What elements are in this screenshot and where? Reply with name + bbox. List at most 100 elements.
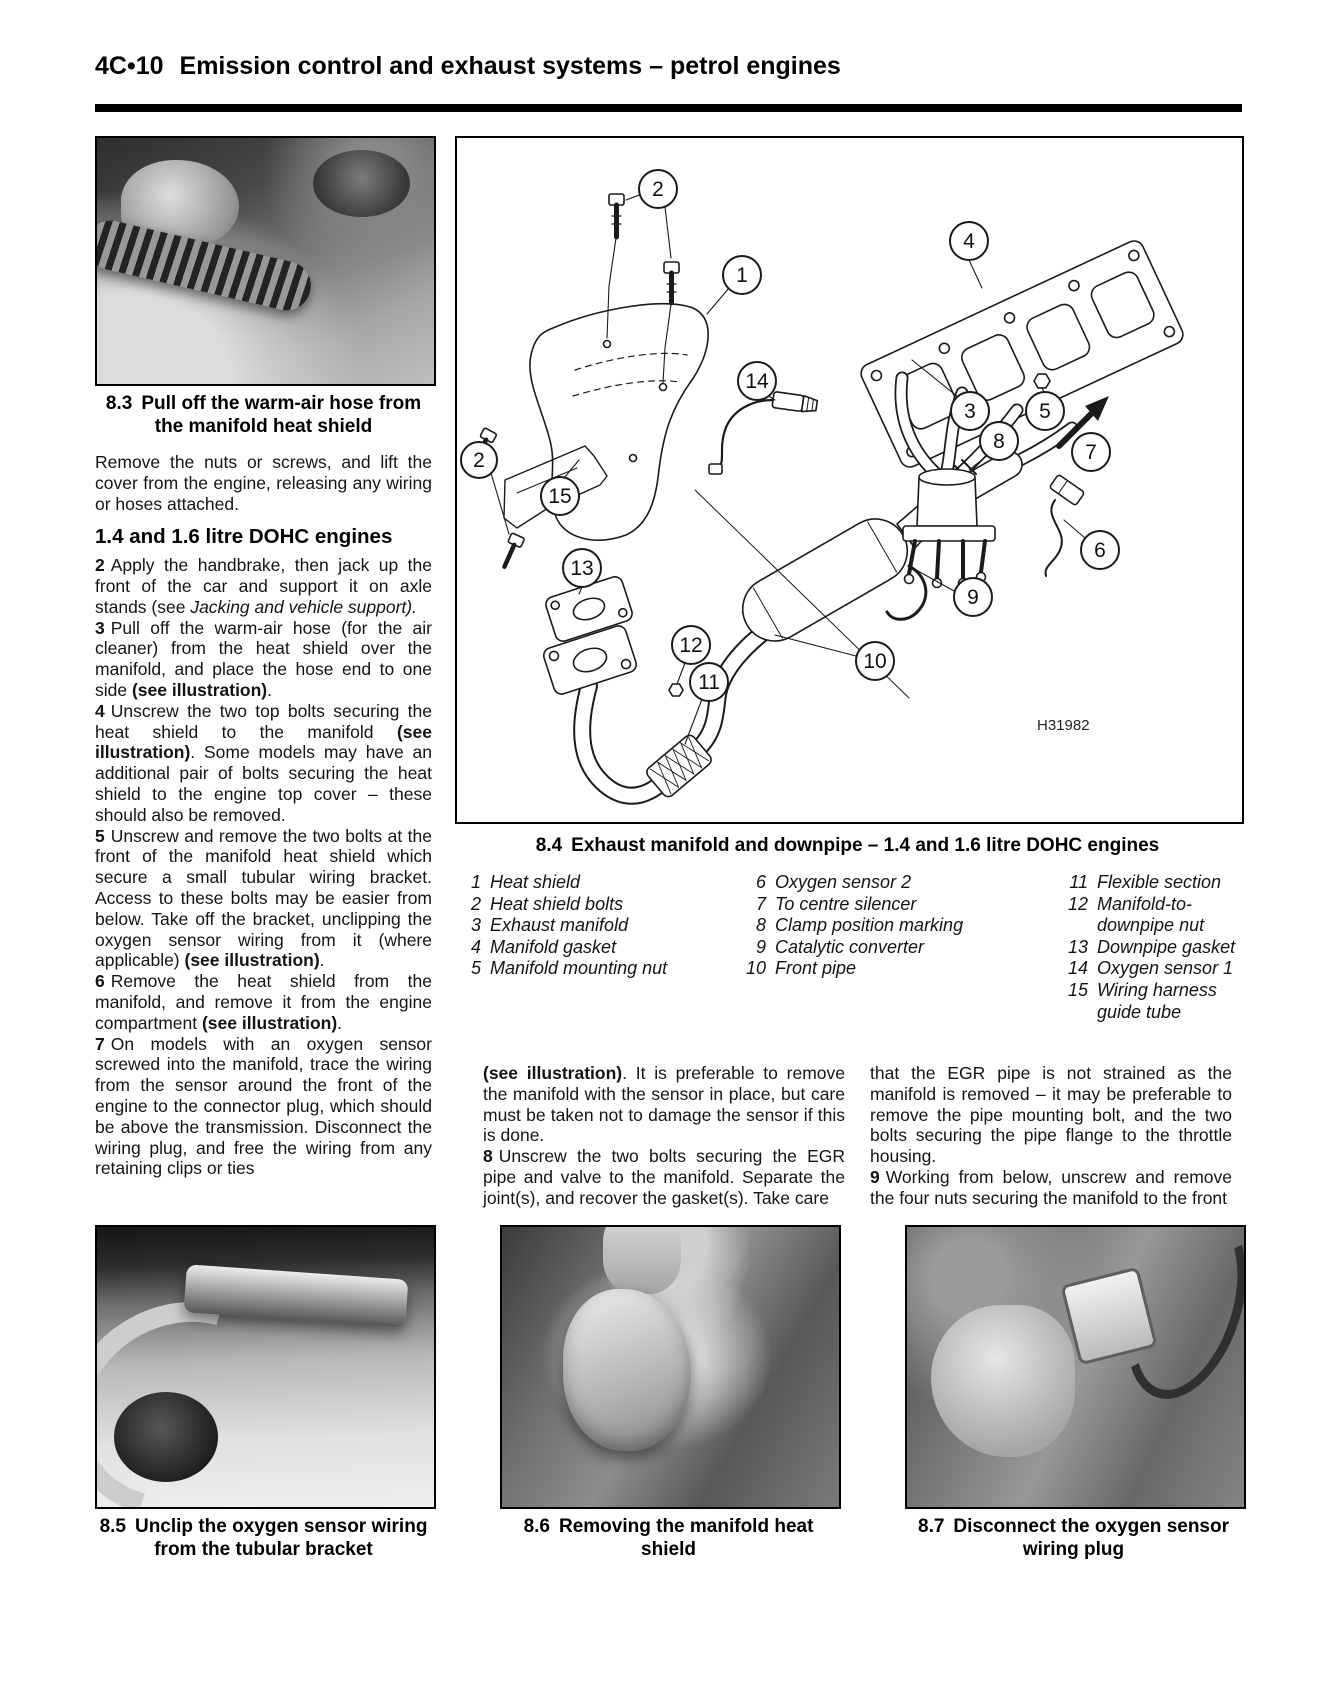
legend-number: 8 xyxy=(755,915,766,936)
caption-text: Pull off the warm-air hose from the mani… xyxy=(141,393,422,437)
see-illustration-ref: (see illustration) xyxy=(95,721,432,763)
legend-number: 10 xyxy=(745,958,766,979)
middle-text-column: (see illustration). It is preferable to … xyxy=(483,1063,845,1209)
legend-item: 14 Oxygen sensor 1 xyxy=(1062,958,1242,980)
caption-text: Removing the manifold heat shield xyxy=(559,1516,814,1560)
paragraph-continuation: that the EGR pipe is not strained as the… xyxy=(870,1063,1232,1167)
callout-12-label: 12 xyxy=(679,634,702,657)
legend-number: 2 xyxy=(470,893,481,914)
callout-13: 13 xyxy=(562,548,602,588)
paragraph-continuation: (see illustration). It is preferable to … xyxy=(483,1063,845,1146)
callout-4-label: 4 xyxy=(963,230,975,253)
callout-7: 7 xyxy=(1071,432,1111,472)
heat-shield-bolt-icon xyxy=(608,193,625,240)
legend-label: Wiring harness guide tube xyxy=(1097,979,1217,1022)
legend-number: 11 xyxy=(1069,872,1088,892)
paragraph-text: . It is preferable to remove the manifol… xyxy=(483,1063,845,1146)
oxygen-sensor-1-shape xyxy=(771,391,819,413)
caption-number: 8.7 xyxy=(918,1516,945,1537)
legend-label: Flexible section xyxy=(1097,872,1222,892)
callout-14: 14 xyxy=(737,361,777,401)
step-number: 2 xyxy=(95,555,105,576)
legend-number: 1 xyxy=(470,872,481,892)
photo-8-5 xyxy=(95,1225,436,1509)
step-text: Remove the heat shield from the manifold… xyxy=(95,971,432,1033)
wiring-bracket-shape xyxy=(503,445,608,529)
callout-3-label: 3 xyxy=(964,400,976,423)
header-rule xyxy=(95,104,1242,112)
page-number: 4C•10 xyxy=(95,52,164,80)
legend-label: Oxygen sensor 2 xyxy=(775,872,912,892)
callout-7-label: 7 xyxy=(1085,441,1097,464)
step-number: 6 xyxy=(95,971,105,992)
legend-label: To centre silencer xyxy=(775,893,917,914)
step-text: Unscrew and remove the two bolts at the … xyxy=(95,825,432,971)
callout-4: 4 xyxy=(949,221,989,261)
downpipe-flange-shape xyxy=(542,625,638,695)
callout-14-label: 14 xyxy=(745,370,769,393)
legend-label: Oxygen sensor 1 xyxy=(1097,958,1234,979)
legend-number: 6 xyxy=(755,872,766,892)
bracket-bolt-icon xyxy=(502,532,525,570)
legend-number: 4 xyxy=(470,936,481,957)
callout-5-label: 5 xyxy=(1039,400,1051,423)
callout-11: 11 xyxy=(689,662,729,702)
paragraph-text: Remove the nuts or screws, and lift the … xyxy=(95,452,432,514)
legend-label: Manifold gasket xyxy=(490,936,617,957)
see-illustration-ref: (see illustration) xyxy=(483,1063,623,1083)
oil-cap-shape xyxy=(312,150,411,217)
callout-2-label: 2 xyxy=(652,178,664,201)
arm-shape xyxy=(603,1227,681,1295)
legend-number: 3 xyxy=(470,915,481,936)
legend-number: 13 xyxy=(1067,936,1088,957)
step-text: . xyxy=(267,679,273,700)
photo-8-3 xyxy=(95,136,436,386)
photo-8-6 xyxy=(500,1225,841,1509)
figure-8-4-box: 2 1 4 14 3 5 8 7 2 15 6 13 9 12 11 10 H3… xyxy=(455,136,1244,824)
figure-code: H31982 xyxy=(1037,717,1090,734)
step-text: Apply the handbrake, then jack up the fr… xyxy=(95,555,432,617)
right-text-column: that the EGR pipe is not strained as the… xyxy=(870,1063,1232,1209)
downpipe-nut-shape xyxy=(668,683,684,697)
legend-item: 11 Flexible section xyxy=(1062,872,1242,894)
callout-5: 5 xyxy=(1025,391,1065,431)
paragraph-text: that the EGR pipe is not strained as the… xyxy=(870,1063,1232,1167)
legend-number: 14 xyxy=(1067,958,1088,979)
callout-10-label: 10 xyxy=(863,650,886,673)
caption-text: Disconnect the oxygen sensor wiring plug xyxy=(953,1516,1229,1560)
callout-balloons: 2 1 4 14 3 5 8 7 2 15 6 13 9 12 11 10 xyxy=(460,169,1120,702)
legend-label: Heat shield bolts xyxy=(490,893,624,914)
callout-12: 12 xyxy=(671,625,711,665)
step-text: . Some models may have an additional pai… xyxy=(95,742,432,825)
legend-number: 12 xyxy=(1067,893,1088,914)
flexible-section-shape xyxy=(646,734,712,798)
step-text: Pull off the warm-air hose (for the air … xyxy=(95,617,432,700)
legend-number: 9 xyxy=(755,936,766,957)
callout-6-label: 6 xyxy=(1094,539,1106,562)
hand-shape xyxy=(930,1305,1076,1457)
callout-15: 15 xyxy=(540,476,580,516)
callout-6: 6 xyxy=(1080,530,1120,570)
step-number: 4 xyxy=(95,700,105,721)
heat-shield-bolt-icon xyxy=(663,261,680,306)
step-number: 8 xyxy=(483,1146,493,1167)
legend-item: 2 Heat shield bolts xyxy=(455,894,740,916)
legend-item: 4 Manifold gasket xyxy=(455,937,740,959)
